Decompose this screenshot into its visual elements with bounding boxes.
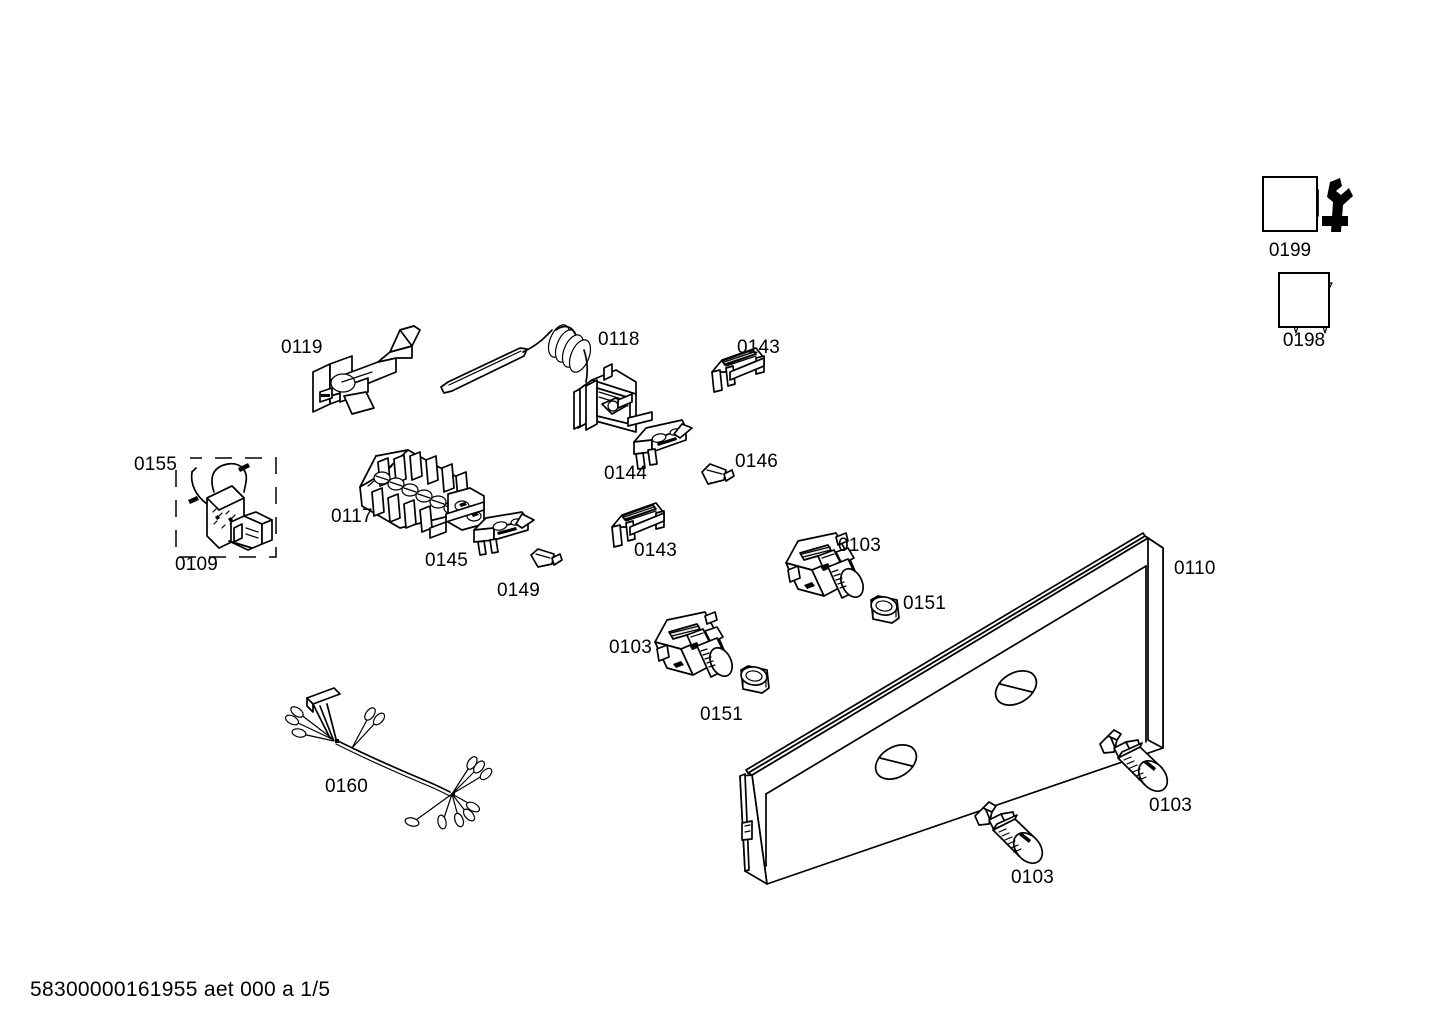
part-label-0145: 0145 — [425, 550, 469, 571]
part-0118-graphic — [440, 324, 653, 433]
part-label-0151-upper: 0151 — [903, 593, 947, 614]
part-label-0103-knob-left: 0103 — [1011, 867, 1055, 888]
part-label-0143-upper: 0143 — [737, 337, 781, 358]
part-0103-switch-lower-graphic — [654, 611, 733, 678]
part-0103-knob-right-graphic — [1099, 729, 1169, 792]
part-0143-upper-graphic — [711, 347, 765, 393]
legend-box-0199 — [1262, 176, 1318, 232]
legend-number-0199: 0199 — [1268, 240, 1312, 261]
part-0143-lower-graphic — [611, 502, 665, 548]
part-0119-graphic — [312, 325, 421, 415]
part-label-0151-lower: 0151 — [700, 704, 744, 725]
legend-number-0198: 0198 — [1282, 330, 1326, 351]
part-label-0143-lower: 0143 — [634, 540, 678, 561]
part-label-0117: 0117 — [331, 506, 373, 527]
part-0151-ring-upper-graphic — [870, 595, 900, 624]
part-0146-graphic — [701, 463, 735, 485]
part-0144-graphic — [633, 419, 693, 470]
part-0110-graphic — [739, 532, 1164, 885]
part-label-0160: 0160 — [325, 776, 369, 797]
part-label-0155: 0155 — [134, 454, 178, 475]
part-0103-knob-left-graphic — [974, 801, 1044, 864]
document-footer-text: 58300000161955 aet 000 a 1/5 — [30, 978, 331, 1001]
part-label-0144: 0144 — [604, 463, 648, 484]
part-label-0109: 0109 — [175, 554, 219, 575]
part-label-0119: 0119 — [281, 337, 323, 358]
part-0117-graphic — [359, 449, 485, 539]
part-label-0118: 0118 — [598, 329, 640, 350]
part-0145-graphic — [473, 511, 535, 556]
part-group-0155-0109-graphic — [175, 457, 277, 558]
part-0103-switch-upper-graphic — [785, 532, 864, 599]
part-label-0110: 0110 — [1174, 558, 1216, 579]
part-0151-ring-lower-graphic — [740, 665, 770, 694]
part-label-0103-knob-right: 0103 — [1149, 795, 1193, 816]
part-label-0146: 0146 — [735, 451, 779, 472]
part-0160-graphic — [284, 687, 493, 830]
legend-box-0198 — [1278, 272, 1330, 328]
part-label-0103-switch-upper: 0103 — [838, 535, 882, 556]
part-label-0103-switch-lower: 0103 — [609, 637, 653, 658]
part-0149-graphic — [530, 548, 563, 568]
part-label-0149: 0149 — [497, 580, 541, 601]
